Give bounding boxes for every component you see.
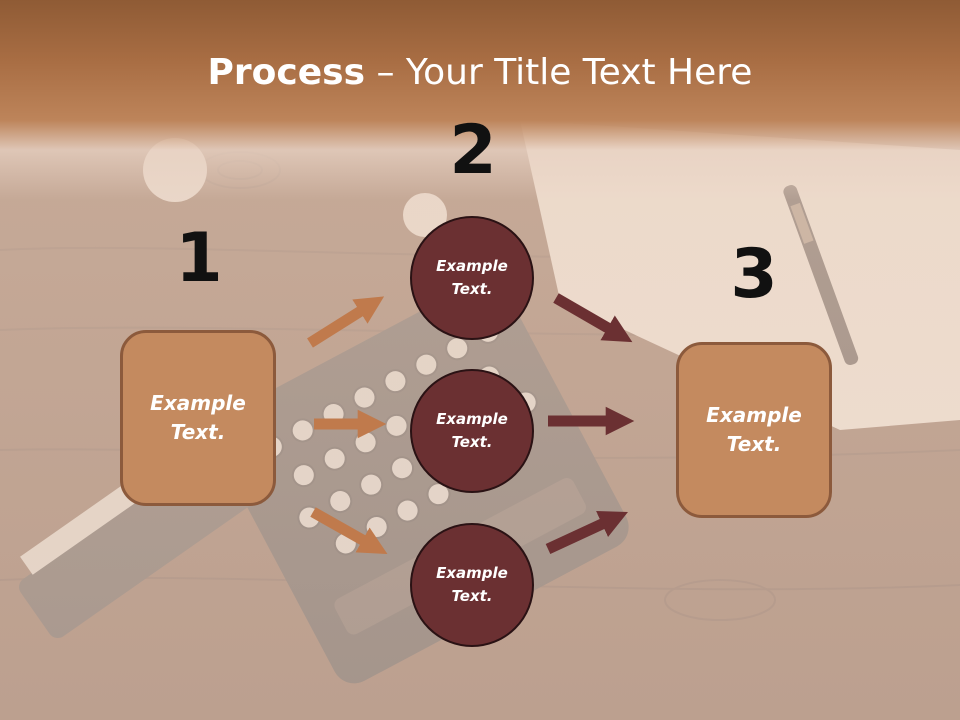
circle-middle-line1: Example — [436, 410, 508, 428]
arrow-top-to-3 — [553, 293, 633, 343]
step-1-text-line1: Example — [150, 391, 246, 415]
title-rest: – Your Title Text Here — [365, 52, 753, 93]
step-1-text-line2: Text. — [170, 420, 226, 444]
step-number-2: 2 — [449, 111, 497, 190]
step-number-3: 3 — [730, 235, 778, 314]
arrow-1-to-top — [307, 296, 385, 348]
arrow-1-to-bottom — [310, 507, 388, 555]
circle-bottom-line2: Text. — [451, 587, 493, 605]
arrow-bottom-to-3 — [545, 511, 628, 554]
slide-title: Process – Your Title Text Here — [0, 52, 960, 93]
circle-top-line2: Text. — [451, 280, 493, 298]
step-number-1: 1 — [175, 219, 223, 298]
circle-bottom-line1: Example — [436, 564, 508, 582]
circle-middle-line2: Text. — [451, 433, 493, 451]
circle-top-line1: Example — [436, 257, 508, 275]
title-bold: Process — [207, 52, 366, 93]
step-3-text-line2: Text. — [726, 432, 782, 456]
step-3-text-line1: Example — [706, 403, 802, 427]
